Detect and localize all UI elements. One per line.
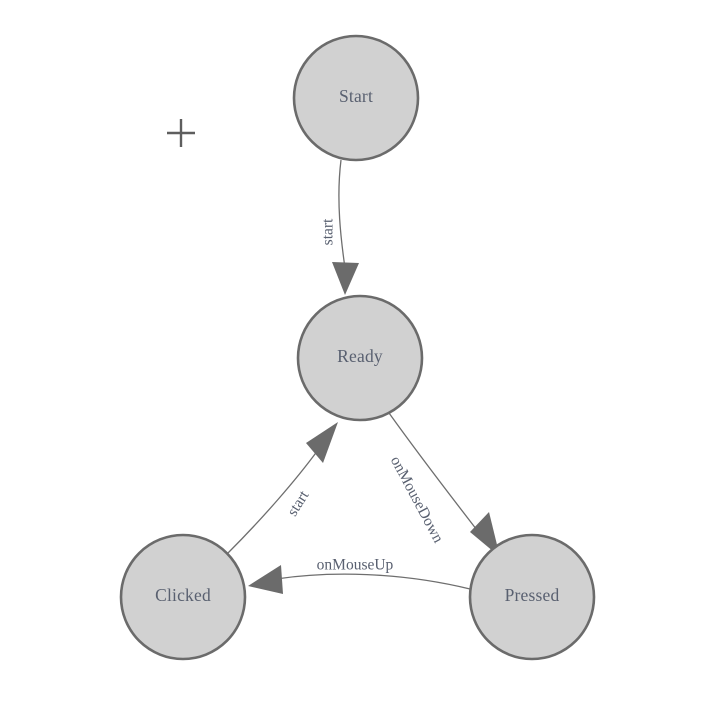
edge-ready-to-pressed[interactable]: onMouseDown: [387, 412, 500, 557]
edge-path-start-to-ready: [338, 159, 346, 269]
node-ready-shape[interactable]: [296, 294, 424, 422]
node-clicked-shape[interactable]: [119, 533, 247, 661]
arrowhead-start-to-ready: [332, 262, 359, 295]
node-clicked[interactable]: Clicked: [119, 533, 247, 661]
node-start-label: Start: [339, 86, 373, 106]
node-ready-label: Ready: [337, 346, 383, 366]
node-start-shape[interactable]: [292, 34, 420, 162]
node-pressed-label: Pressed: [505, 585, 560, 605]
arrowhead-pressed-to-clicked: [248, 565, 283, 594]
edge-start-to-ready[interactable]: start: [320, 159, 359, 295]
node-clicked-label: Clicked: [155, 585, 211, 605]
edge-clicked-to-ready[interactable]: start: [227, 422, 338, 554]
edge-label-clicked-to-ready: start: [284, 487, 313, 519]
edge-path-pressed-to-clicked: [275, 573, 471, 590]
node-pressed[interactable]: Pressed: [468, 533, 596, 661]
node-start[interactable]: Start: [292, 34, 420, 162]
edge-label-start-to-ready: start: [320, 218, 337, 245]
arrowhead-ready-to-pressed: [470, 512, 500, 557]
edge-label-ready-to-pressed: onMouseDown: [387, 453, 447, 546]
node-ready[interactable]: Ready: [296, 294, 424, 422]
arrowhead-clicked-to-ready: [306, 422, 338, 463]
edge-path-clicked-to-ready: [227, 449, 319, 554]
node-pressed-shape[interactable]: [468, 533, 596, 661]
crosshair-cursor-icon: [167, 119, 195, 147]
edge-label-pressed-to-clicked: onMouseUp: [317, 557, 394, 574]
edge-pressed-to-clicked[interactable]: onMouseUp: [248, 557, 471, 594]
